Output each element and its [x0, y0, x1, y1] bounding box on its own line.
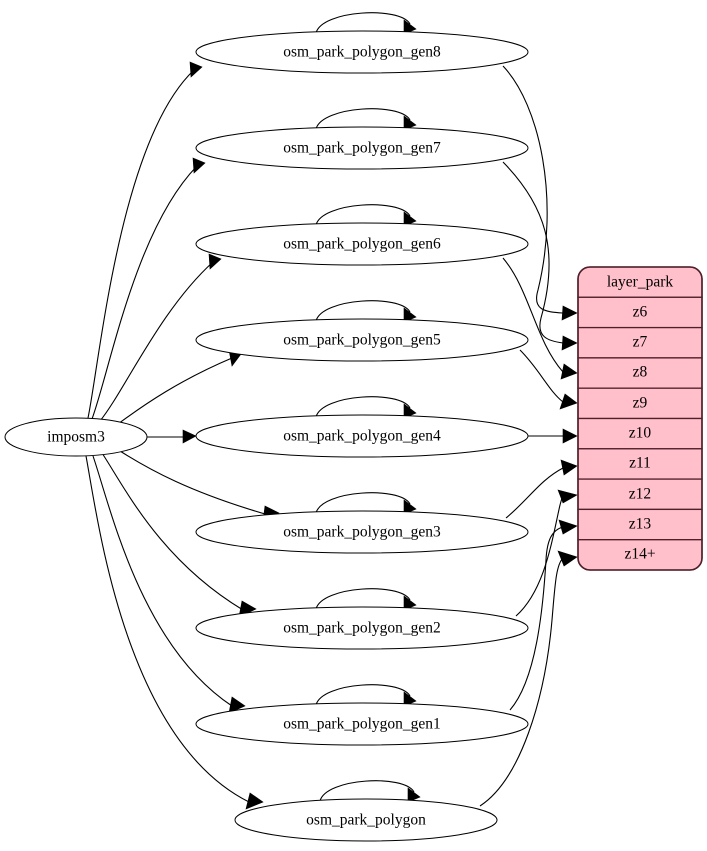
edge-imposm3-to-gen5: [117, 349, 242, 425]
node-osm-park-polygon-gen7[interactable]: osm_park_polygon_gen7: [195, 126, 529, 170]
edge-gen6-to-z8: [502, 257, 578, 380]
node-label-gen6: osm_park_polygon_gen6: [283, 236, 441, 253]
edge-base-to-z14plus: [479, 550, 578, 807]
table-border: [577, 266, 703, 571]
table-row-label-z8: z8: [633, 364, 648, 381]
node-label-gen2: osm_park_polygon_gen2: [283, 620, 441, 637]
node-label-gen1: osm_park_polygon_gen1: [283, 716, 441, 733]
node-osm-park-polygon-gen1[interactable]: osm_park_polygon_gen1: [195, 702, 529, 746]
table-row-z13[interactable]: z13: [577, 508, 703, 541]
table-row-z10[interactable]: z10: [577, 417, 703, 450]
table-row-label-z11: z11: [629, 455, 651, 472]
node-osm-park-polygon[interactable]: osm_park_polygon: [234, 798, 498, 842]
node-osm-park-polygon-gen3[interactable]: osm_park_polygon_gen3: [195, 510, 529, 554]
table-row-z7[interactable]: z7: [577, 326, 703, 359]
node-label-gen3: osm_park_polygon_gen3: [283, 524, 441, 541]
node-osm-park-polygon-gen2[interactable]: osm_park_polygon_gen2: [195, 606, 529, 650]
node-osm-park-polygon-gen8[interactable]: osm_park_polygon_gen8: [195, 30, 529, 74]
edge-gen8-to-z6: [502, 65, 578, 321]
edge-imposm3-to-gen1: [92, 455, 246, 714]
edge-gen3-to-z11: [505, 459, 578, 519]
edge-imposm3-to-gen3: [119, 450, 280, 522]
node-label-gen4: osm_park_polygon_gen4: [283, 428, 441, 445]
edge-gen1-to-z13: [509, 519, 578, 711]
edge-imposm3-to-gen8: [87, 61, 203, 419]
table-row-label-z14-plus: z14+: [624, 546, 655, 563]
edge-imposm3-to-gen6: [99, 253, 222, 422]
node-label-gen5: osm_park_polygon_gen5: [283, 332, 441, 349]
edge-imposm3-to-gen4: [147, 429, 197, 444]
table-row-label-z9: z9: [633, 395, 648, 412]
table-row-z14-plus[interactable]: z14+: [577, 539, 703, 571]
layer-park-table[interactable]: layer_park z6 z7 z8 z9 z10: [577, 266, 703, 571]
node-osm-park-polygon-gen4[interactable]: osm_park_polygon_gen4: [195, 414, 529, 458]
node-osm-park-polygon-gen6[interactable]: osm_park_polygon_gen6: [195, 222, 529, 266]
node-imposm3[interactable]: imposm3: [4, 417, 148, 457]
node-label-gen8: osm_park_polygon_gen8: [283, 44, 441, 61]
edge-gen5-to-z9: [519, 349, 578, 410]
self-loop-base: [319, 780, 421, 803]
self-loop-group: [315, 12, 421, 803]
table-row-label-z10: z10: [629, 425, 652, 442]
node-label-base: osm_park_polygon: [306, 812, 426, 829]
table-row-z9[interactable]: z9: [577, 387, 703, 420]
edge-gen2-to-z12: [515, 489, 578, 617]
table-row-label-z13: z13: [629, 516, 652, 533]
table-header-label: layer_park: [607, 274, 674, 291]
node-label-gen7: osm_park_polygon_gen7: [283, 140, 441, 157]
edges-to-table-group: [479, 65, 578, 807]
edge-gen7-to-z7: [502, 161, 578, 351]
table-row-z6[interactable]: z6: [577, 296, 703, 329]
node-osm-park-polygon-gen5[interactable]: osm_park_polygon_gen5: [195, 318, 529, 362]
table-row-z8[interactable]: z8: [577, 357, 703, 389]
table-row-label-z6: z6: [633, 304, 648, 321]
edge-imposm3-to-gen7: [91, 157, 206, 420]
table-row-label-z12: z12: [629, 486, 651, 503]
nodes-group: imposm3 osm_park_polygon_gen8 osm_park_p…: [4, 30, 529, 842]
node-label-imposm3: imposm3: [47, 429, 105, 446]
table-row-z12[interactable]: z12: [577, 478, 703, 511]
table-row-label-z7: z7: [633, 334, 648, 351]
edge-imposm3-to-base: [85, 455, 264, 810]
edge-gen4-to-z10: [528, 428, 578, 444]
table-row-z11[interactable]: z11: [577, 448, 703, 480]
